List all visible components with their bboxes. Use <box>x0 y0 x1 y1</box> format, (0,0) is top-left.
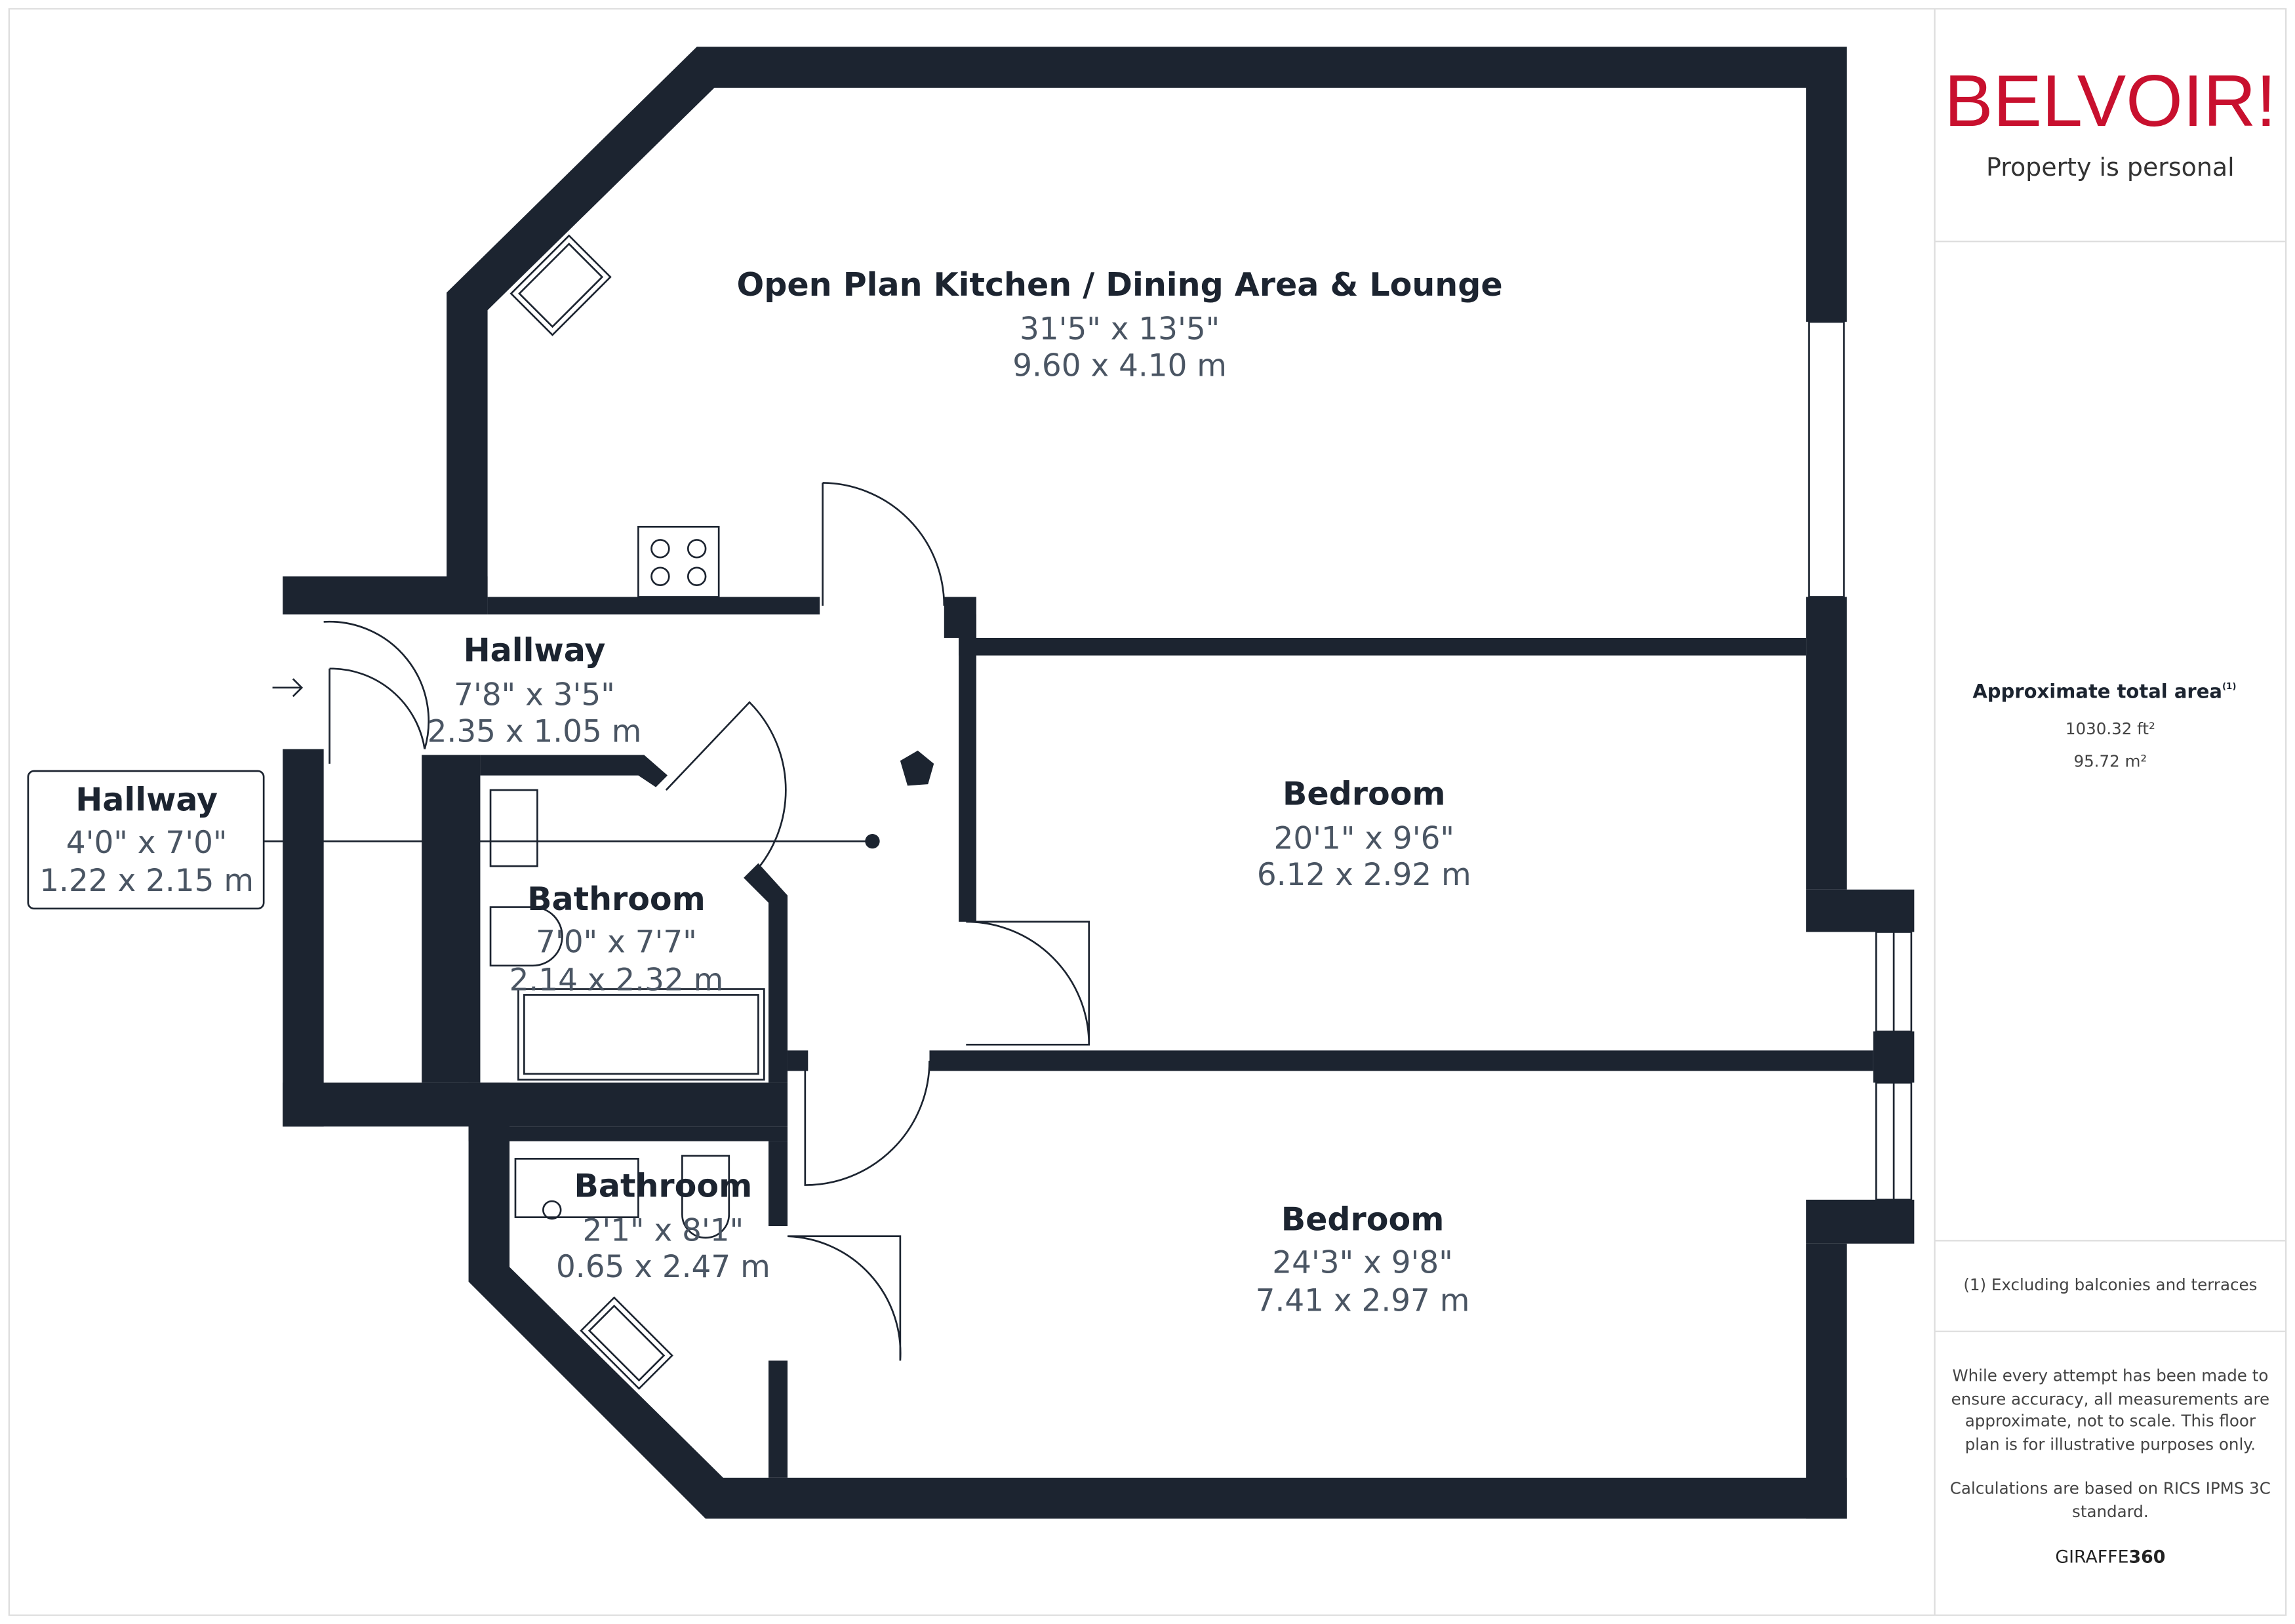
windows-and-fixtures <box>264 234 1913 1390</box>
room-dims-metric: 9.60 x 4.10 m <box>1012 349 1227 384</box>
room-name: Bedroom <box>1283 774 1446 812</box>
room-dims-imperial: 24'3" x 9'8" <box>1272 1245 1452 1280</box>
calc-line: Calculations are based on RICS IPMS 3C <box>1950 1478 2271 1497</box>
brand-logo: BELVOIR! <box>1944 60 2276 142</box>
area-m: 95.72 m² <box>2073 751 2147 770</box>
area-title: Approximate total area <box>1972 680 2222 702</box>
svg-text:Approximate total area(1): Approximate total area(1) <box>1972 680 2236 702</box>
room-dims-metric: 2.14 x 2.32 m <box>509 963 724 999</box>
room-dims-imperial: 2'1" x 8'1" <box>583 1213 744 1248</box>
room-dims-imperial: 7'8" x 3'5" <box>454 678 615 713</box>
walls <box>283 47 1915 1519</box>
room-name: Bathroom <box>574 1166 753 1204</box>
footnote: (1) Excluding balconies and terraces <box>1963 1275 2257 1294</box>
disclaimer-line: plan is for illustrative purposes only. <box>1965 1435 2256 1454</box>
callout-box <box>27 770 265 910</box>
room-name: Bedroom <box>1281 1200 1445 1238</box>
svg-text:GIRAFFE360: GIRAFFE360 <box>2055 1547 2165 1567</box>
disclaimer-line: approximate, not to scale. This floor <box>1965 1412 2256 1431</box>
room-name: Open Plan Kitchen / Dining Area & Lounge <box>737 266 1503 304</box>
disclaimer-line: ensure accuracy, all measurements are <box>1951 1389 2270 1408</box>
room-dims-metric: 7.41 x 2.97 m <box>1256 1283 1470 1318</box>
sidebar: BELVOIR! Property is personal Approximat… <box>1944 60 2276 1567</box>
room-dims-metric: 0.65 x 2.47 m <box>556 1250 770 1285</box>
area-title-note: (1) <box>2222 682 2237 692</box>
room-dims-metric: 2.35 x 1.05 m <box>428 714 642 749</box>
room-dims-imperial: 7'0" x 7'7" <box>536 925 697 961</box>
room-dims-imperial: 31'5" x 13'5" <box>1020 312 1220 347</box>
brand-tagline: Property is personal <box>1986 153 2235 182</box>
page-frame <box>8 8 2287 1616</box>
area-ft: 1030.32 ft² <box>2066 719 2155 738</box>
calc-line: standard. <box>2072 1502 2149 1521</box>
column <box>865 833 880 849</box>
room-name: Hallway <box>75 780 218 818</box>
room-name: Hallway <box>464 631 606 669</box>
room-dims-imperial: 4'0" x 7'0" <box>66 825 228 861</box>
credit-logo-a: GIRAFFE <box>2055 1547 2128 1567</box>
room-name: Bathroom <box>527 880 706 918</box>
hob-icon <box>637 526 720 598</box>
room-dims-metric: 6.12 x 2.92 m <box>1257 858 1471 893</box>
room-labels: Open Plan Kitchen / Dining Area & Lounge… <box>27 266 1503 1318</box>
room-dims-metric: 1.22 x 2.15 m <box>39 863 254 899</box>
credit-logo-b: 360 <box>2128 1547 2165 1567</box>
room-dims-imperial: 20'1" x 9'6" <box>1274 821 1454 856</box>
disclaimer-line: While every attempt has been made to <box>1952 1366 2268 1385</box>
